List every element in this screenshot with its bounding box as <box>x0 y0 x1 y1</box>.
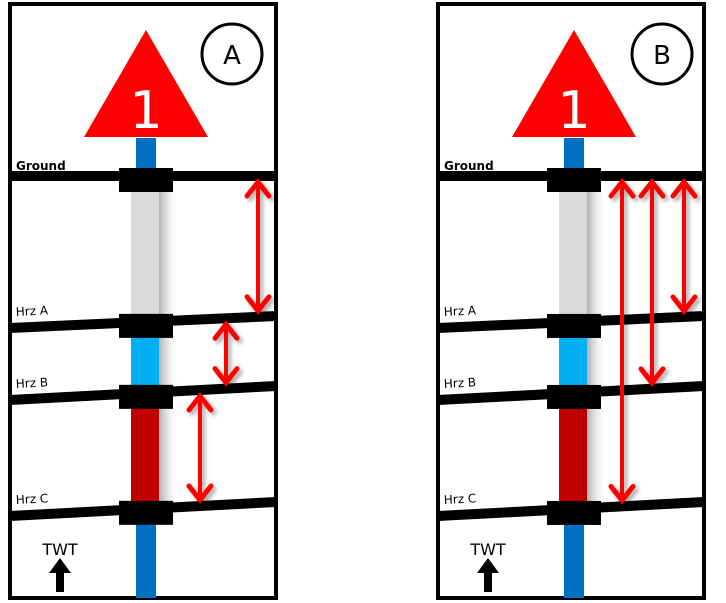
horizon-label: Hrz A <box>15 303 49 319</box>
arrow-head-down <box>638 366 666 387</box>
well-marker-icon <box>84 30 208 137</box>
well-connector <box>119 500 173 525</box>
panel-label: B <box>653 41 671 71</box>
well-connector <box>119 168 173 192</box>
panel-label: A <box>223 41 241 71</box>
arrow-head-down <box>608 483 636 505</box>
well-connector <box>547 500 601 525</box>
panel-label-circle <box>630 22 694 86</box>
arrow-head-up <box>212 320 240 341</box>
horizon-label: Hrz B <box>443 375 476 391</box>
twt-label: TWT <box>469 540 506 559</box>
twt-up-arrow-icon <box>477 558 499 592</box>
twt-label: TWT <box>41 540 78 559</box>
interval-arrow <box>186 391 214 505</box>
horizon-label: Hrz B <box>15 375 48 391</box>
well-connector <box>119 313 173 338</box>
interval-arrow <box>670 177 698 316</box>
arrow-head-down <box>244 294 272 315</box>
well-connector <box>547 384 601 409</box>
well-connector <box>547 168 601 192</box>
panel-label-circle <box>200 22 264 86</box>
interval-arrow <box>608 177 636 505</box>
arrow-head-down <box>670 294 698 316</box>
interval-hrz-b-to-hrz-c <box>559 398 587 503</box>
arrow-head-up <box>638 177 666 199</box>
interval-hrz-b-to-hrz-c <box>131 398 159 503</box>
interval-shadow <box>585 190 607 324</box>
interval-arrow <box>244 177 272 315</box>
interval-arrow <box>638 177 666 387</box>
interval-ground-to-hrz-a <box>131 182 159 316</box>
interval-shadow <box>157 406 179 511</box>
arrow-head-down <box>186 483 214 505</box>
arrow-head-up <box>186 391 214 413</box>
ground-label: Ground <box>444 159 494 173</box>
interval-shadow <box>157 190 179 324</box>
horizon-label: Hrz A <box>443 303 477 319</box>
well-connector <box>119 384 173 409</box>
ground-label: Ground <box>16 159 66 173</box>
interval-arrow <box>212 320 240 387</box>
horizon-label: Hrz C <box>15 491 48 507</box>
horizon-label: Hrz C <box>443 491 476 507</box>
well-number: 1 <box>129 81 162 141</box>
arrow-head-up <box>608 177 636 199</box>
arrow-head-down <box>212 366 240 387</box>
arrow-head-up <box>670 177 698 199</box>
interval-shadow <box>157 335 179 395</box>
well-number: 1 <box>557 81 590 141</box>
well-marker-icon <box>512 30 636 137</box>
interval-shadow <box>585 335 607 395</box>
well-connector <box>547 313 601 338</box>
arrow-head-up <box>244 177 272 199</box>
interval-shadow <box>585 406 607 511</box>
twt-up-arrow-icon <box>49 558 71 592</box>
interval-ground-to-hrz-a <box>559 182 587 316</box>
